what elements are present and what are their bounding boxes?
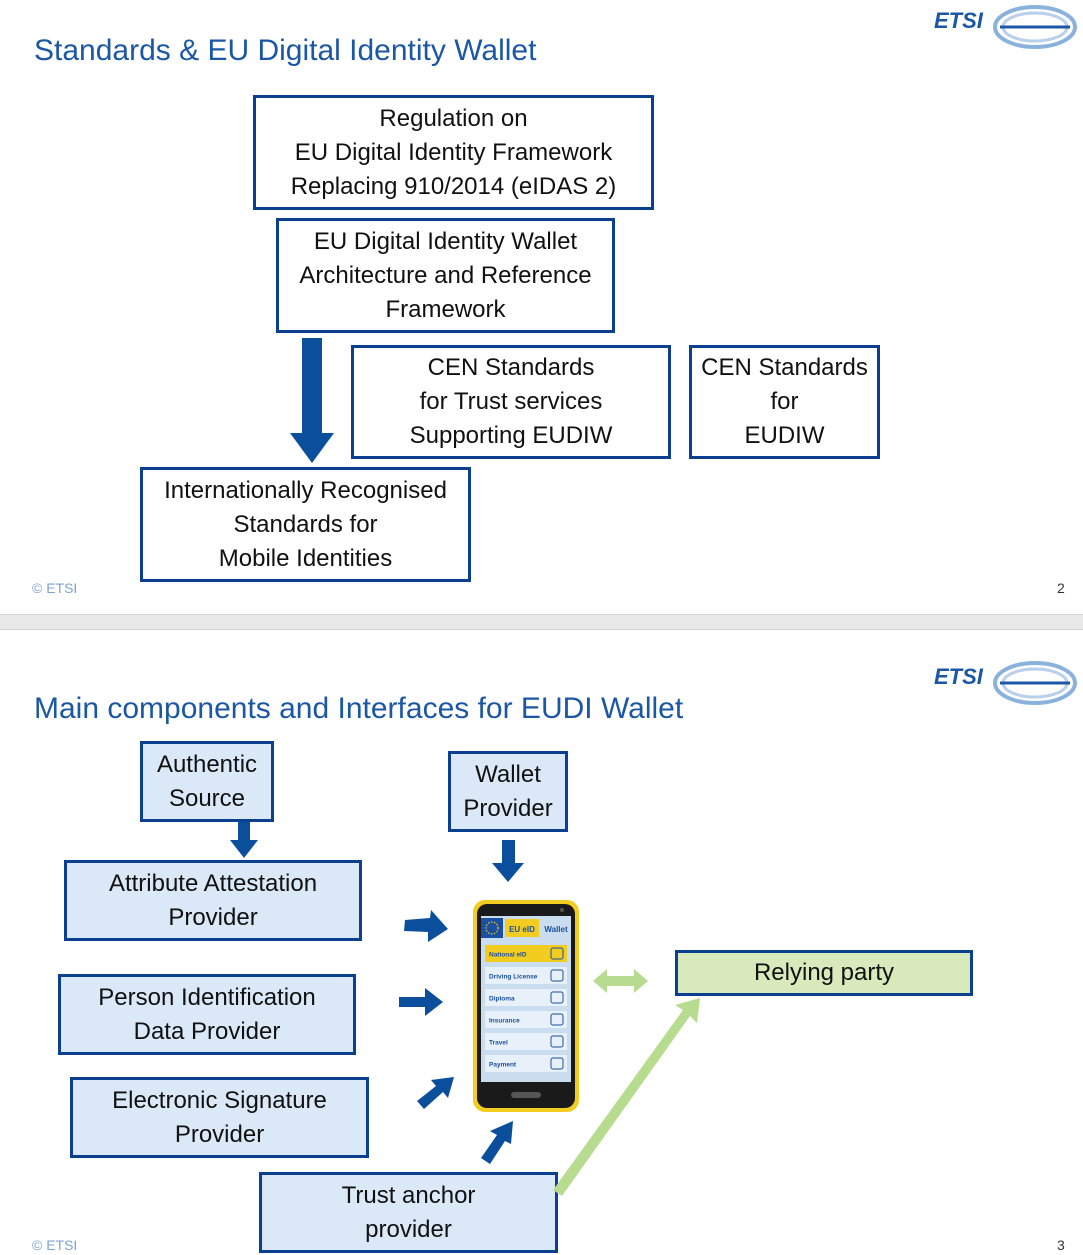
- page-number: 3: [1057, 1237, 1065, 1253]
- electronic-signature-label: Electronic Signature Provider: [112, 1086, 327, 1148]
- cen-eudiw-box: CEN Standards for EUDIW: [689, 345, 880, 459]
- international-label: Internationally Recognised Standards for…: [164, 476, 447, 572]
- slide2-graphics: EU eID Wallet National eID Driving Licens…: [230, 822, 700, 1196]
- footer-copyright: © ETSI: [32, 580, 78, 596]
- phone-item-label: Payment: [489, 1062, 517, 1069]
- architecture-label: EU Digital Identity Wallet Architecture …: [299, 227, 592, 323]
- architecture-box: EU Digital Identity Wallet Architecture …: [276, 218, 615, 333]
- electronic-signature-box: Electronic Signature Provider: [70, 1077, 369, 1158]
- phone-item: [485, 945, 567, 962]
- slide-title: Main components and Interfaces for EUDI …: [34, 692, 684, 725]
- phone-item-icon: [550, 991, 564, 1004]
- phone-item-label: National eID: [489, 952, 527, 959]
- phone-header-wallet: Wallet: [544, 925, 568, 934]
- phone-item-label: Driving License: [489, 974, 538, 981]
- regulation-box: Regulation on EU Digital Identity Framew…: [253, 95, 654, 210]
- cen-trust-box: CEN Standards for Trust services Support…: [351, 345, 671, 459]
- person-identification-label: Person Identification Data Provider: [98, 983, 316, 1045]
- relying-party-box: Relying party: [675, 950, 973, 996]
- arrow-phone-relying-double: [593, 969, 648, 993]
- cen-trust-label: CEN Standards for Trust services Support…: [409, 354, 613, 449]
- arrow-wallet-provider-to-phone: [492, 840, 524, 882]
- slide-divider: [0, 614, 1083, 630]
- arrow-signature-to-phone: [417, 1077, 454, 1109]
- phone-item-icon: [550, 969, 564, 982]
- phone-item: [485, 967, 567, 984]
- phone-item-icon: [550, 1057, 564, 1070]
- phone-header-eu: EU eID: [509, 925, 535, 934]
- phone-item-icon: [550, 1013, 564, 1026]
- phone-item: [485, 1055, 567, 1072]
- page-number: 2: [1057, 580, 1065, 596]
- arrow-trust-to-phone: [481, 1121, 513, 1164]
- attribute-attestation-label: Attribute Attestation Provider: [108, 869, 318, 931]
- phone-item-icon: [550, 1035, 564, 1048]
- phone-item-label: Travel: [489, 1040, 508, 1047]
- phone-item: [485, 1033, 567, 1050]
- arrow-pid-to-phone: [399, 988, 443, 1016]
- arrow-authentic-to-attestation: [230, 822, 258, 858]
- phone-item: [485, 1011, 567, 1028]
- phone-item-list: National eID Driving LicenseDiplomaInsura…: [485, 945, 567, 1072]
- slide-components: Main components and Interfaces for EUDI …: [0, 630, 1083, 1255]
- logo-text: ETSI: [934, 8, 984, 33]
- arrow-attestation-to-phone: [404, 910, 448, 942]
- down-arrow: [290, 338, 334, 463]
- authentic-source-label: Authentic Source: [156, 750, 258, 812]
- slide-standards: Standards & EU Digital Identity Wallet E…: [0, 0, 1083, 614]
- phone-item-label: Diploma: [489, 996, 515, 1003]
- logo-text: ETSI: [934, 664, 984, 689]
- relying-party-label: Relying party: [753, 959, 895, 986]
- slide-title: Standards & EU Digital Identity Wallet: [34, 34, 537, 67]
- phone-item-label: Insurance: [489, 1018, 520, 1025]
- phone-item-icon: [550, 947, 564, 960]
- trust-anchor-label: Trust anchor provider: [341, 1181, 476, 1243]
- footer-copyright: © ETSI: [32, 1237, 78, 1253]
- etsi-logo: ETSI: [930, 658, 1080, 708]
- wallet-provider-box: Wallet Provider: [448, 751, 568, 832]
- authentic-source-box: Authentic Source: [140, 741, 274, 822]
- cen-eudiw-label: CEN Standards for EUDIW: [701, 354, 868, 449]
- wallet-provider-label: Wallet Provider: [463, 760, 553, 822]
- international-box: Internationally Recognised Standards for…: [140, 467, 471, 582]
- arrow-trust-to-relying: [553, 998, 700, 1196]
- regulation-label: Regulation on EU Digital Identity Framew…: [290, 104, 617, 200]
- person-identification-box: Person Identification Data Provider: [58, 974, 356, 1055]
- slide1-arrows: [290, 338, 334, 463]
- phone-item: [485, 989, 567, 1006]
- etsi-logo: ETSI: [930, 2, 1080, 52]
- trust-anchor-box: Trust anchor provider: [259, 1172, 558, 1253]
- attribute-attestation-box: Attribute Attestation Provider: [64, 860, 362, 941]
